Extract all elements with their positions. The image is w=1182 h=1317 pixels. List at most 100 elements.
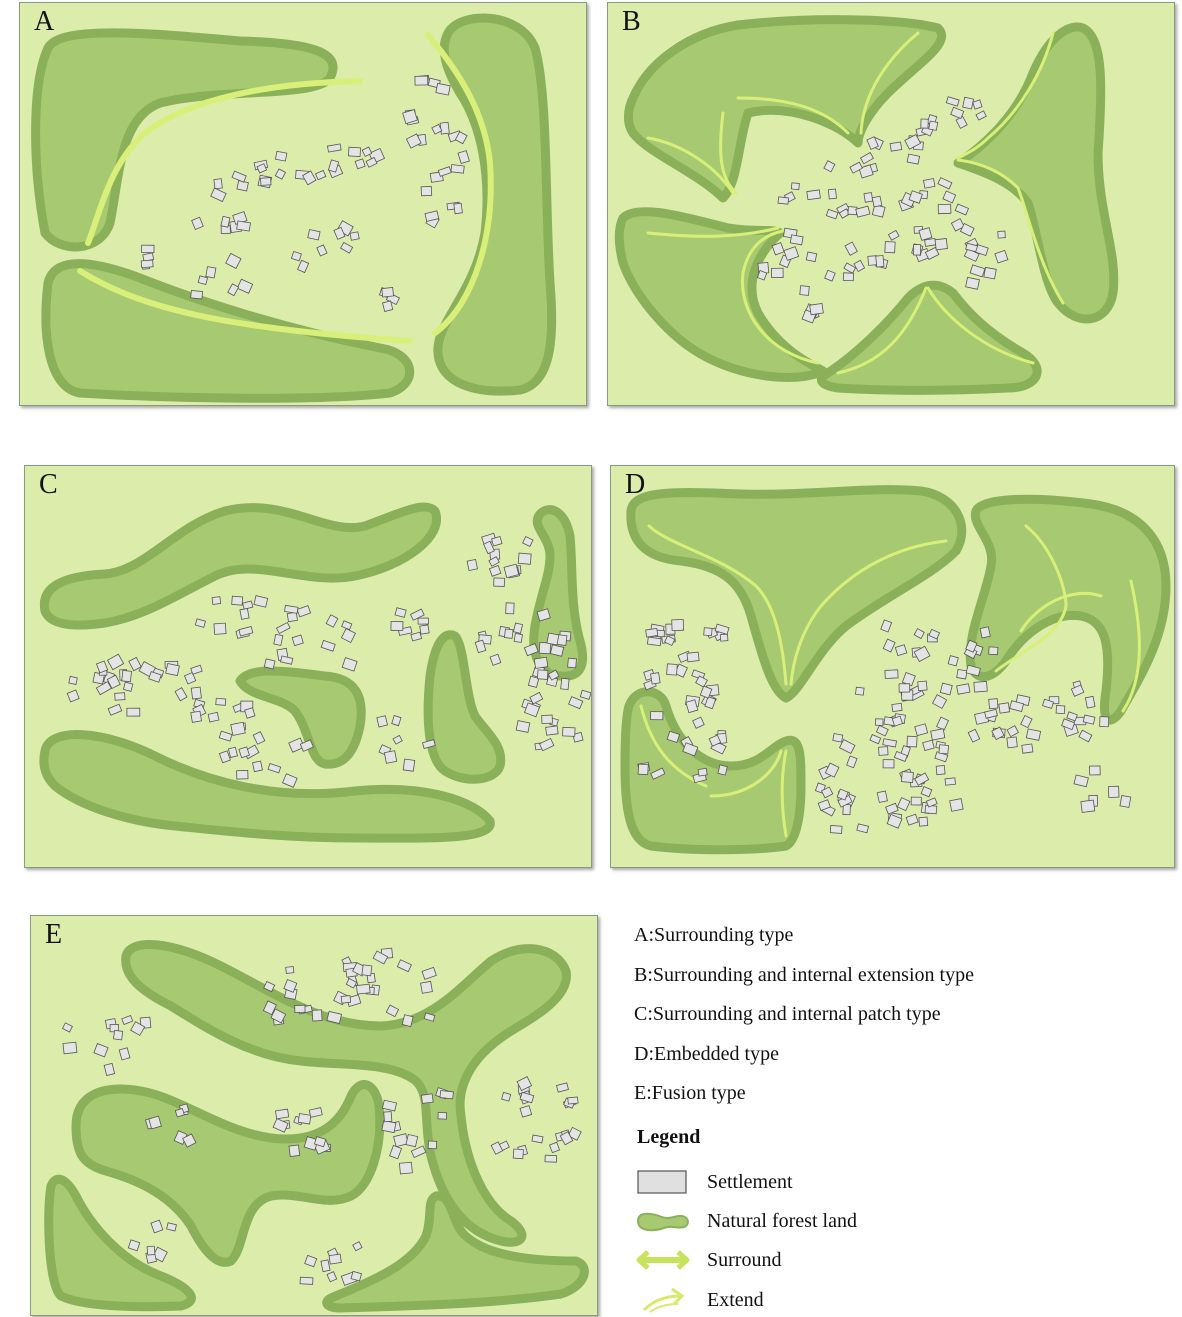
settlement-block — [523, 643, 539, 657]
settlement-block — [280, 655, 294, 665]
settlement-block — [637, 763, 649, 776]
settlement-block — [887, 229, 900, 241]
extend-arrow — [647, 524, 788, 686]
settlement-block — [361, 964, 373, 977]
settlement-block — [572, 731, 584, 743]
settlement-block — [975, 110, 987, 121]
settlement-block — [1061, 718, 1076, 731]
settlement-block — [891, 702, 903, 713]
settlement-block — [205, 266, 217, 279]
settlement-block — [1089, 765, 1101, 776]
legend-label: Surround — [707, 1249, 782, 1271]
settlement-block — [141, 244, 155, 254]
settlement-block — [439, 1090, 454, 1100]
settlement-block — [414, 75, 429, 86]
settlement-block — [126, 707, 141, 717]
settlement-block — [474, 639, 487, 654]
settlement-block — [419, 624, 430, 635]
settlement-block — [838, 739, 856, 755]
settlement-block — [1119, 795, 1132, 808]
settlement-block — [875, 724, 889, 737]
settlement-block — [227, 746, 238, 759]
settlement-block — [969, 264, 986, 278]
extend-arrow — [646, 136, 735, 195]
settlement-block — [501, 1091, 512, 1102]
settlement-block — [385, 1004, 400, 1018]
extend-arrow — [736, 96, 850, 135]
settlement-block — [884, 241, 896, 254]
settlement-block — [218, 750, 231, 764]
settlement-block — [114, 692, 126, 701]
settlement-block — [536, 669, 549, 680]
legend-label: Extend — [707, 1289, 764, 1311]
settlement-block — [307, 229, 321, 241]
settlement-block — [288, 737, 305, 753]
settlement-block — [824, 762, 840, 778]
settlement-block — [439, 121, 450, 135]
surround-arrow — [85, 78, 363, 246]
settlement-block — [103, 1062, 116, 1077]
forest-patch — [620, 687, 806, 855]
settlement-block — [914, 723, 929, 737]
settlement-block — [396, 959, 412, 973]
settlement-block — [567, 1096, 579, 1105]
settlement-block — [900, 771, 914, 783]
settlement-block — [350, 1270, 363, 1282]
settlement-block — [959, 222, 975, 237]
settlement-block — [944, 777, 956, 786]
surround-arrow — [77, 268, 413, 344]
settlement-block — [562, 726, 576, 737]
settlement-block — [267, 762, 282, 774]
settlement-block — [882, 759, 895, 769]
settlement-block — [311, 1009, 323, 1022]
settlement-block — [270, 1008, 287, 1024]
settlement-block — [513, 633, 523, 643]
settlement-block — [1042, 698, 1054, 709]
legend-item-settlement: Settlement — [634, 1168, 1034, 1198]
forest-patch — [423, 630, 506, 784]
settlement-block — [894, 644, 908, 657]
settlement-block — [962, 96, 975, 110]
settlement-block — [568, 696, 584, 710]
settlement-block — [829, 824, 843, 834]
settlement-block — [424, 210, 440, 222]
settlement-block — [211, 596, 222, 605]
settlement-block — [703, 627, 713, 637]
settlement-block — [489, 653, 502, 666]
extend-arrow-icon — [642, 1287, 685, 1313]
settlement-block — [544, 1154, 558, 1163]
settlement-block — [1025, 728, 1042, 741]
settlement-block — [699, 685, 713, 699]
extend-arrow — [859, 31, 920, 135]
settlement-block — [519, 1091, 535, 1104]
settlement-block — [253, 595, 269, 608]
settlement-block — [945, 96, 960, 107]
settlement-block — [533, 656, 549, 669]
type-list: A:Surrounding type B:Surrounding and int… — [634, 916, 1174, 1114]
settlement-block — [650, 711, 664, 721]
settlement-block — [947, 655, 959, 667]
settlement-block — [341, 620, 353, 631]
forest-land-icon — [636, 1212, 689, 1232]
settlement-block — [349, 231, 360, 241]
settlement-block — [949, 798, 964, 812]
settlement-block — [197, 275, 209, 285]
settlement-block — [789, 234, 804, 246]
settlement-block — [61, 1022, 73, 1033]
settlement-block — [863, 192, 874, 203]
settlement-block — [437, 1112, 447, 1120]
settlement-block — [383, 1111, 393, 1123]
settlement-block — [920, 786, 933, 798]
settlement-block — [880, 619, 893, 633]
legend-label: Settlement — [707, 1171, 793, 1193]
settlement-block — [950, 218, 965, 232]
settlement-block — [790, 182, 800, 191]
settlement-block — [190, 710, 203, 723]
settlement-block — [275, 1108, 290, 1120]
extend-arrow — [646, 226, 780, 238]
forest-patch — [121, 940, 571, 1247]
settlement-block — [893, 750, 908, 762]
settlement-block — [529, 691, 544, 705]
settlement-block — [805, 251, 818, 263]
settlement-block — [935, 765, 946, 776]
